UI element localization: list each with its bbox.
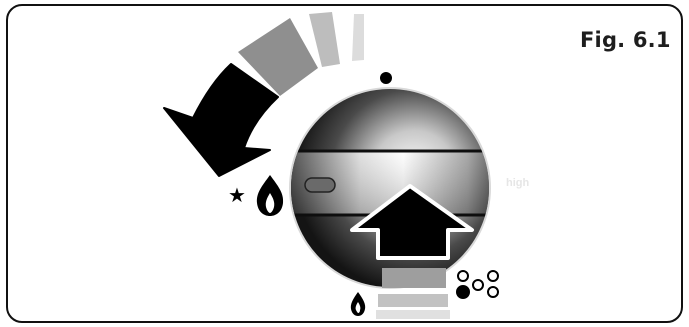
arrow-segment-faint <box>352 14 364 61</box>
push-stripe-3 <box>376 310 450 319</box>
push-stripe-1 <box>382 268 446 288</box>
push-stripe-2 <box>378 294 448 307</box>
star-flame-icon: ★ <box>228 175 283 216</box>
ignition-dots-icon <box>457 271 498 298</box>
small-flame-icon <box>351 292 365 316</box>
knob-label-high: high <box>506 177 529 189</box>
dot-icon <box>380 72 392 84</box>
svg-text:★: ★ <box>228 183 246 207</box>
figure-label: Fig. 6.1 <box>580 28 671 52</box>
arrow-segment-light <box>309 12 340 67</box>
knob-indicator-mark <box>305 178 335 192</box>
curved-arrow-icon <box>164 64 278 176</box>
